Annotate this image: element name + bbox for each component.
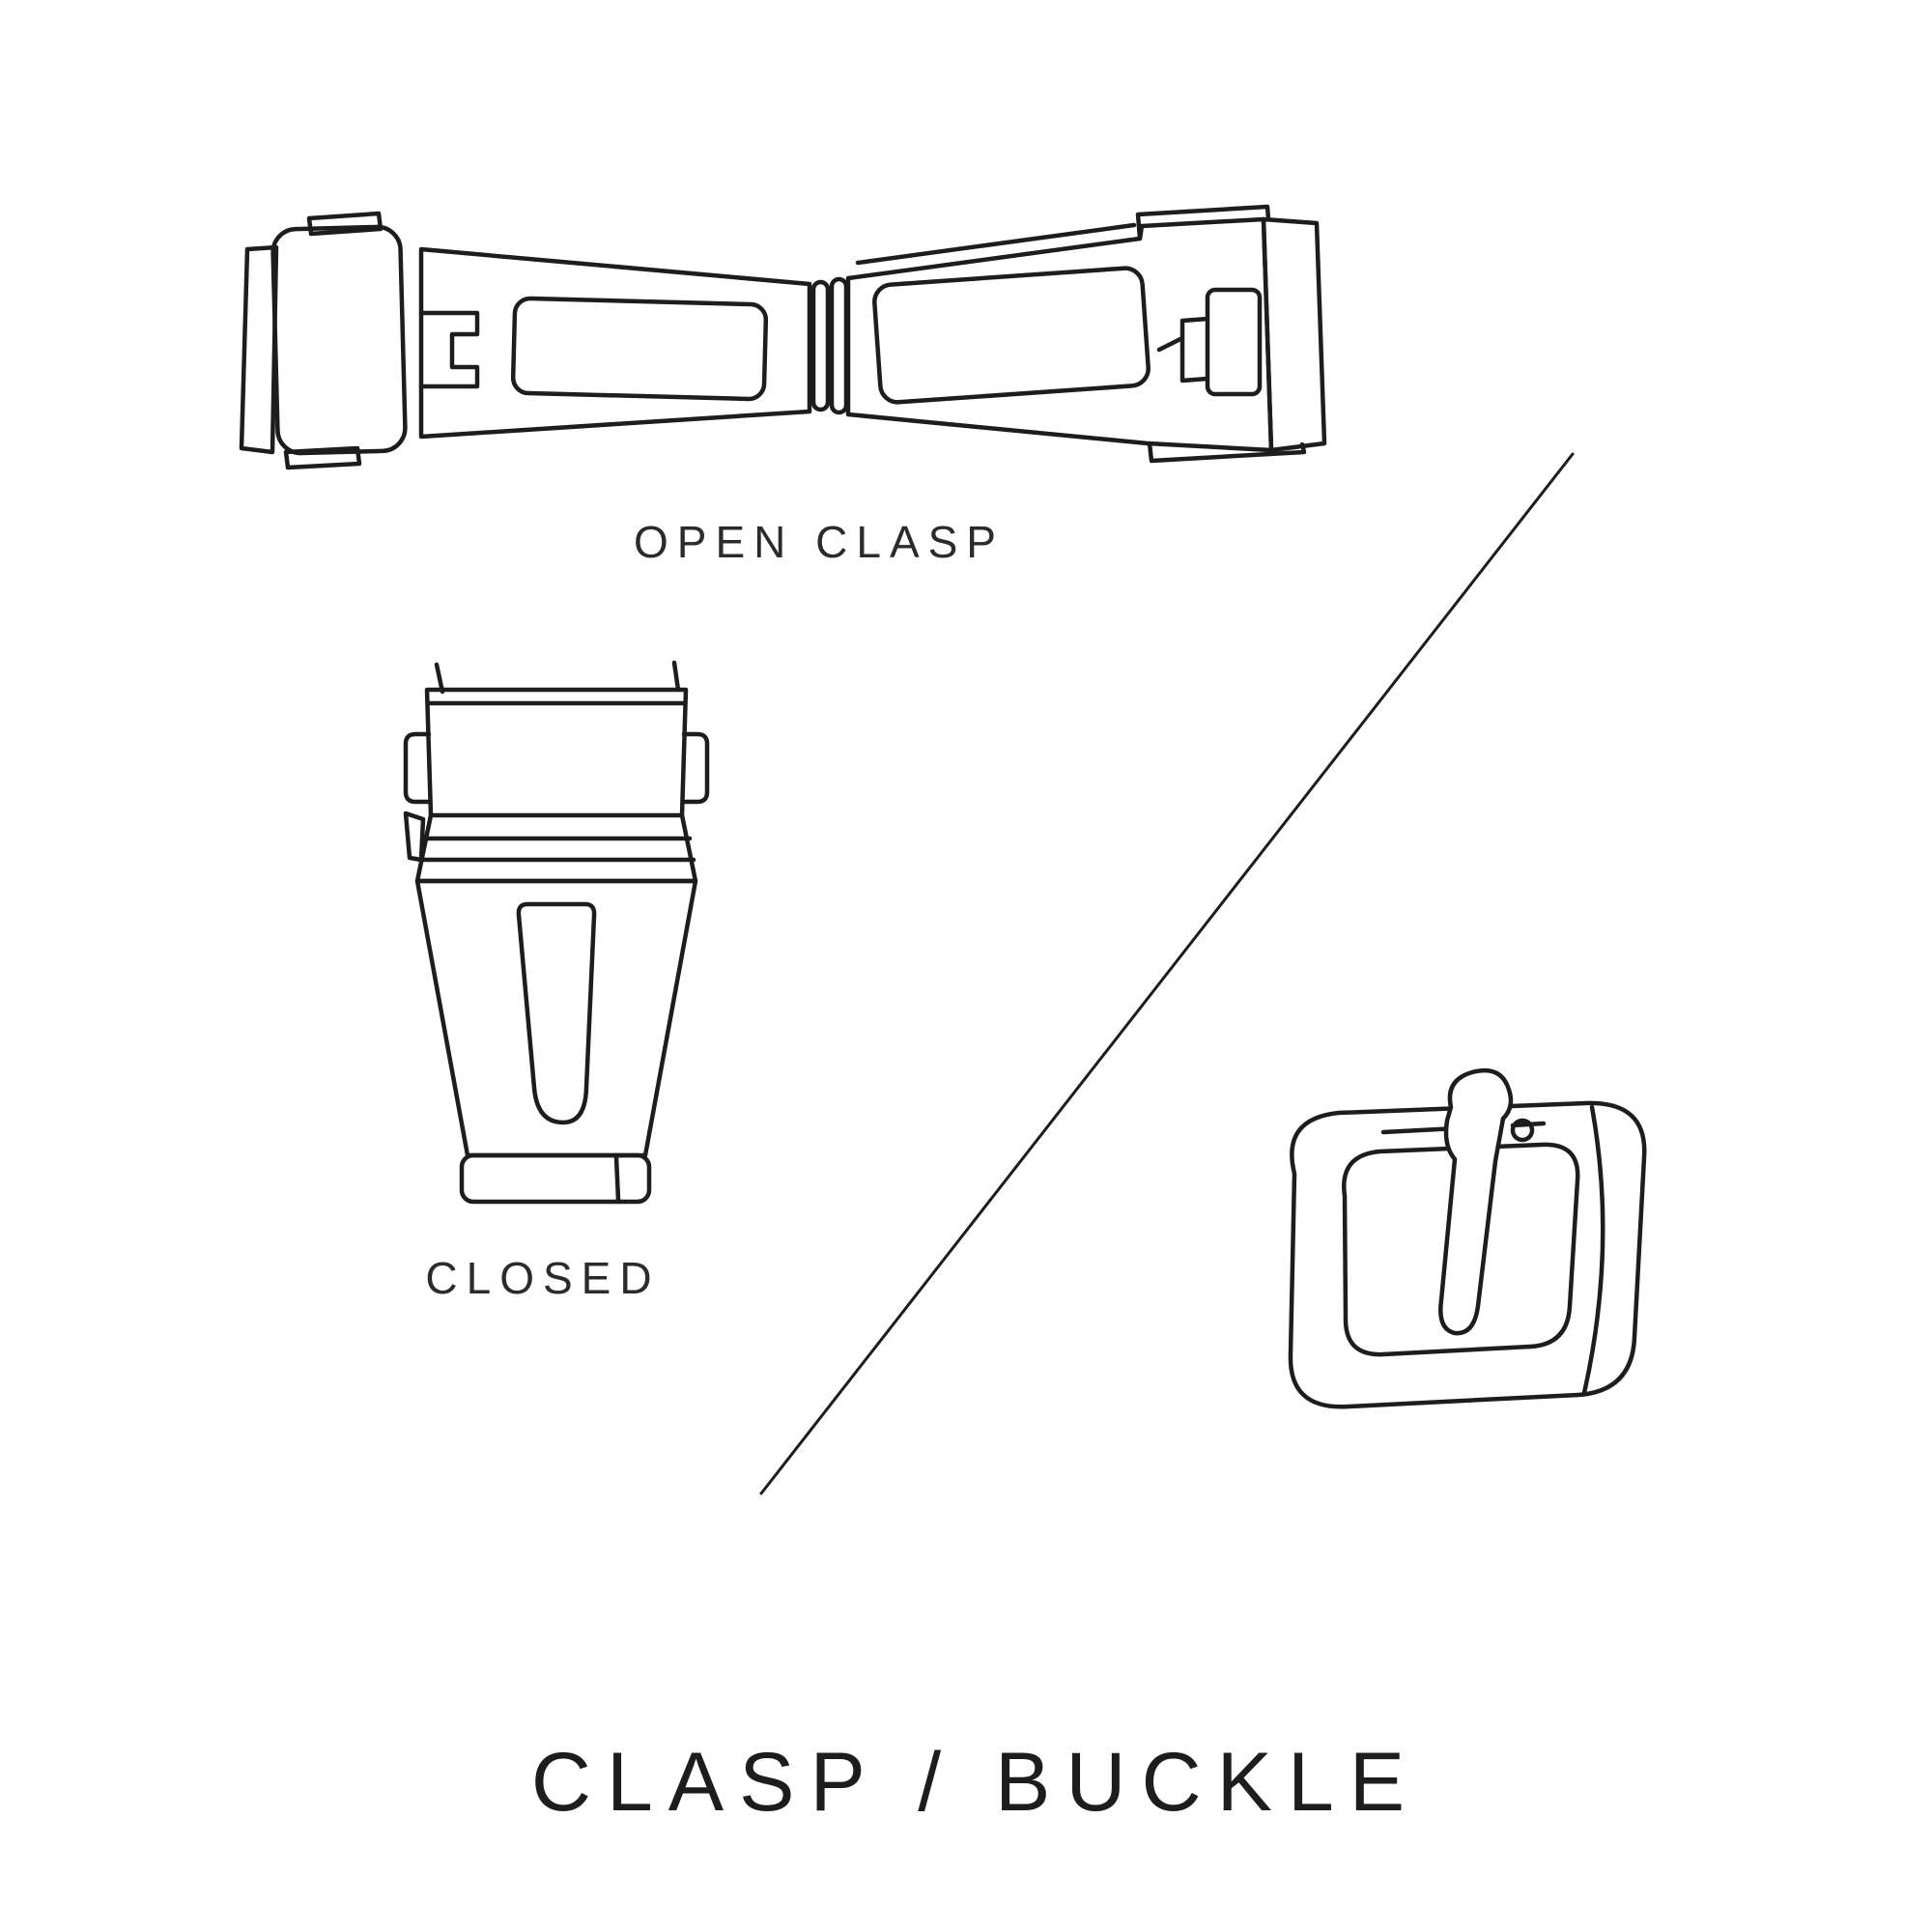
open-clasp-label: OPEN CLASP: [634, 517, 1005, 567]
open-clasp-right-bottom-step: [1147, 440, 1307, 464]
open-clasp-hinge-bar-1: [810, 279, 831, 412]
open-clasp-right-window: [872, 266, 1151, 405]
open-clasp-left-arm: [418, 246, 812, 440]
open-clasp-left-plate: [239, 244, 279, 455]
closed-clasp-body: [414, 878, 698, 1158]
closed-clasp-cover: [424, 687, 689, 818]
closed-clasp-prong-right: [671, 660, 681, 693]
diagonal-divider-line: [759, 452, 1575, 1495]
closed-clasp-ear-right: [681, 731, 710, 805]
open-clasp-right-fold-line: [855, 222, 1137, 266]
closed-clasp-band-edge-right: [679, 812, 698, 884]
open-clasp-hinge-bar-2: [829, 276, 849, 415]
open-clasp-latch-tick: [1156, 335, 1185, 353]
closed-clasp-prong-left: [434, 662, 445, 695]
open-clasp-right-top-step: [1135, 204, 1271, 242]
closed-clasp-illustration: [403, 660, 710, 1205]
closed-clasp-cap-line: [613, 1154, 621, 1203]
buckle-loop-ring: [1510, 1118, 1535, 1143]
open-clasp-latch-opening: [1205, 287, 1263, 397]
open-clasp-left-notch: [418, 310, 480, 389]
closed-clasp-bottom-cap: [459, 1152, 652, 1205]
open-clasp-top-tab: [306, 211, 384, 237]
closed-clasp-window: [516, 901, 597, 1125]
open-clasp-roller: [270, 224, 408, 456]
open-clasp-bottom-tab: [283, 445, 362, 470]
closed-clasp-band-edge-left: [414, 812, 434, 884]
open-clasp-illustration: [239, 204, 1327, 470]
closed-clasp-label: CLOSED: [425, 1253, 661, 1303]
open-clasp-latch-hook: [1179, 316, 1210, 384]
buckle-tongue: [1438, 1067, 1514, 1336]
page-title: CLASP / BUCKLE: [530, 1736, 1421, 1829]
open-clasp-left-window: [510, 296, 769, 402]
open-clasp-right-end-plate: [1261, 216, 1327, 453]
closed-clasp-side-flap: [403, 810, 426, 863]
tang-buckle-illustration: [1288, 1067, 1647, 1409]
closed-clasp-ear-left: [403, 731, 432, 805]
buckle-right-bar-contour: [1581, 1104, 1605, 1396]
